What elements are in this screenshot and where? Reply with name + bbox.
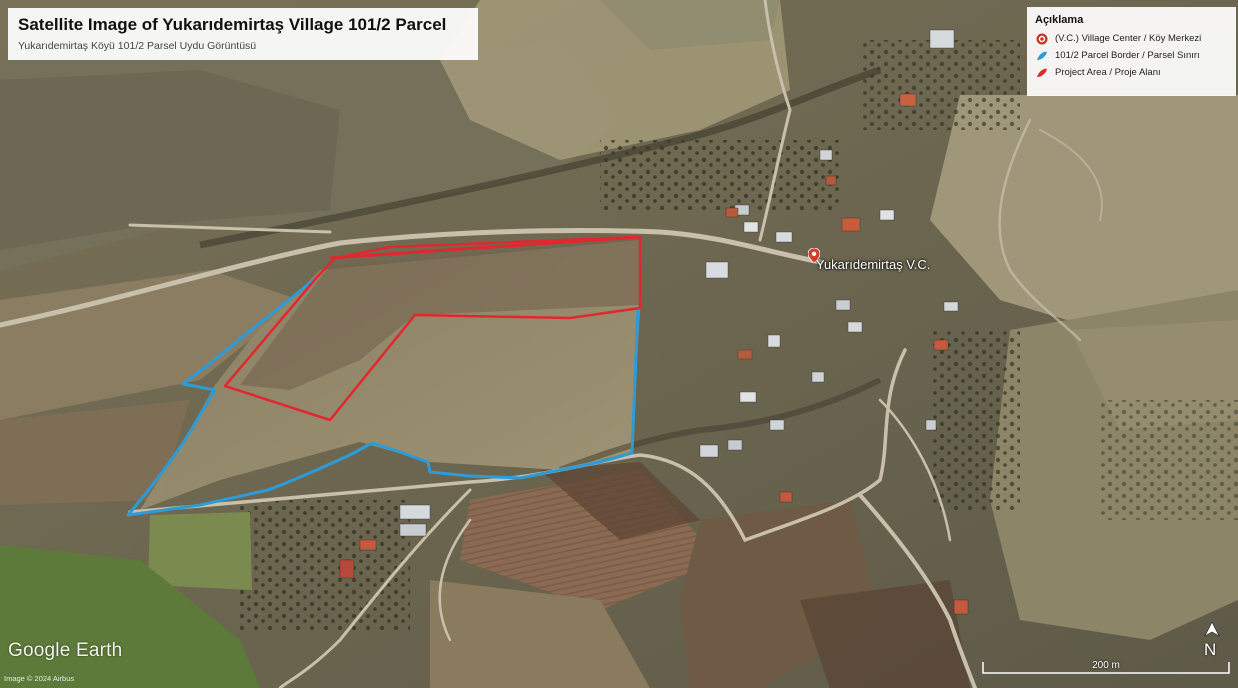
map-subtitle: Yukarıdemirtaş Köyü 101/2 Parsel Uydu Gö… (18, 40, 257, 52)
imagery-credit: Image © 2024 Airbus (4, 674, 75, 683)
legend-label: (V.C.) Village Center / Köy Merkezi (1055, 33, 1202, 44)
legend-item-village-center: (V.C.) Village Center / Köy Merkezi (1035, 30, 1228, 47)
title-box: Satellite Image of Yukarıdemirtaş Villag… (8, 8, 478, 60)
village-center-pin-icon (1035, 32, 1049, 46)
legend-item-parcel-border: 101/2 Parcel Border / Parsel Sınırı (1035, 47, 1228, 64)
google-earth-logo: Google Earth (8, 640, 123, 661)
legend-label: Project Area / Proje Alanı (1055, 67, 1161, 78)
legend-item-project-area: Project Area / Proje Alanı (1035, 64, 1228, 81)
map-legend: Açıklama (V.C.) Village Center / Köy Mer… (1027, 7, 1236, 96)
north-arrow-icon (1204, 621, 1220, 637)
legend-label: 101/2 Parcel Border / Parsel Sınırı (1055, 50, 1200, 61)
map-title: Satellite Image of Yukarıdemirtaş Villag… (18, 15, 447, 34)
legend-title: Açıklama (1035, 14, 1084, 26)
parcel-border-line (126, 274, 640, 517)
scale-label: 200 m (1092, 660, 1120, 671)
project-area-swatch (1035, 66, 1049, 80)
scale-bar: 200 m (982, 660, 1230, 674)
project-area-outline (223, 235, 642, 422)
village-center-pin-icon[interactable] (808, 248, 820, 263)
village-center-label: Yukarıdemirtaş V.C. (816, 257, 931, 272)
parcel-border-swatch (1035, 49, 1049, 63)
north-label: N (1204, 640, 1217, 659)
